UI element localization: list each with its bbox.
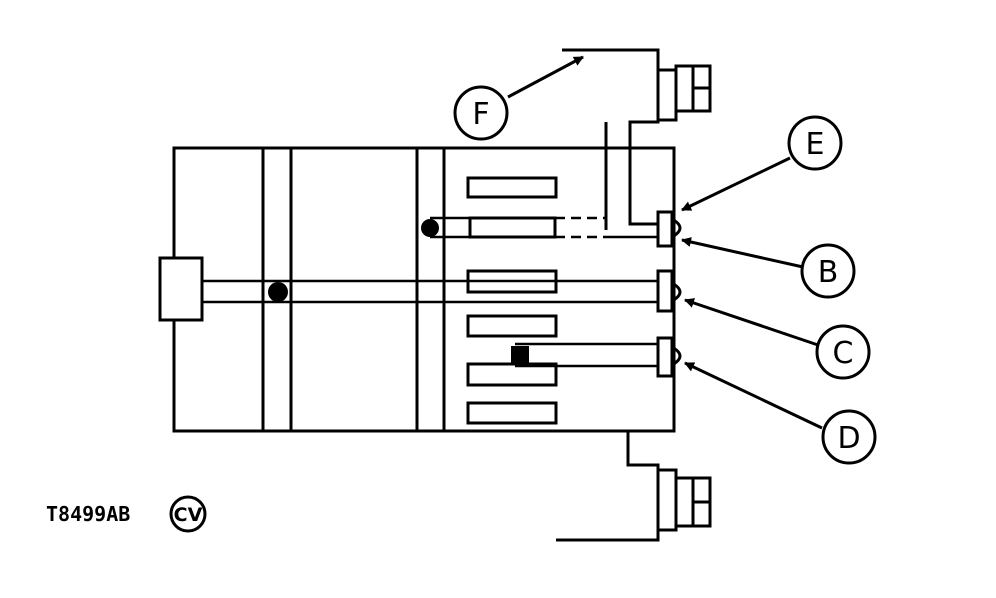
- top-fitting: [562, 48, 712, 230]
- callout-c-label: C: [833, 336, 854, 371]
- callout-e-label: E: [806, 127, 825, 162]
- valve-housing: [172, 146, 676, 433]
- callout-d: D: [821, 409, 877, 465]
- leader-f: [507, 55, 584, 99]
- callout-c: C: [815, 324, 871, 380]
- leader-b: [681, 237, 804, 269]
- bottom-fitting: [556, 431, 712, 542]
- passage-b: [430, 216, 660, 239]
- callout-b-label: B: [818, 255, 839, 290]
- cv-mark-label: CV: [174, 504, 203, 526]
- callout-e: E: [787, 115, 843, 171]
- leader-d: [684, 361, 823, 430]
- callout-f-label: F: [472, 97, 489, 132]
- callout-b: B: [800, 243, 856, 299]
- passage-d: [515, 342, 660, 368]
- spool-slots: [466, 176, 558, 425]
- port-fitting-b: [656, 210, 682, 248]
- cv-mark: CV: [169, 495, 207, 533]
- port-fitting-d: [656, 336, 682, 378]
- callout-d-label: D: [837, 421, 860, 456]
- leader-c: [684, 298, 819, 347]
- end-plug: [158, 256, 204, 322]
- passage-c: [202, 279, 660, 304]
- check-ball-upper: [421, 219, 439, 237]
- check-ball-center: [268, 282, 288, 302]
- callout-f: F: [453, 85, 509, 141]
- figure-code: T8499AB: [46, 502, 130, 526]
- leader-e: [681, 156, 791, 212]
- port-fitting-c: [656, 269, 682, 313]
- plug-lower: [511, 346, 529, 363]
